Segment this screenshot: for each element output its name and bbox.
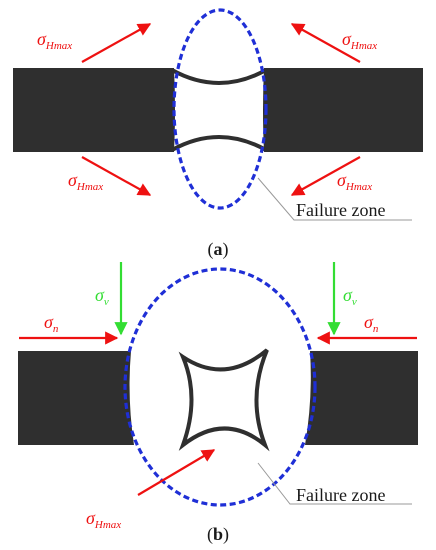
panel-a-label-bottom-right: σHmax [337,170,372,193]
panel-a: σHmax σHmax σHmax σHmax Failure zone (a) [13,8,423,260]
panel-a-arrow-top-left [81,23,152,63]
panel-b-void-shape [178,348,270,452]
panel-b-label-sigma-n-right: σn [364,312,379,335]
panel-a-label-bottom-left: σHmax [68,170,103,193]
panel-b-failure-zone-ellipse [123,267,317,507]
panel-b-label-sigma-v-left: σv [95,285,109,308]
panel-b-label-sigma-n-left: σn [44,312,59,335]
panel-b: σv σv σn σn σHmax Failure zone (b) [18,262,418,545]
panel-a-left-bar [13,68,175,152]
panel-b-label-sigma-v-right: σv [343,285,357,308]
panel-a-failure-zone-label: Failure zone [296,200,385,220]
panel-a-arrow-top-right [290,23,361,63]
panel-b-caption: (b) [207,524,229,545]
panel-a-arrow-bottom-left [81,156,152,196]
panel-a-crack-top-edge [171,68,267,85]
panel-a-arrow-bottom-right [290,156,361,196]
panel-a-caption: (a) [208,239,229,260]
panel-a-label-top-right: σHmax [342,29,377,52]
panel-a-failure-zone-leader [257,177,412,221]
panel-a-failure-zone-ellipse [172,8,268,210]
panel-a-crack-bottom-edge [171,135,267,152]
panel-a-label-top-left: σHmax [37,29,72,52]
panel-b-failure-zone-label: Failure zone [296,485,385,505]
panel-b-right-bar [305,351,418,445]
panel-a-right-bar [263,68,423,152]
panel-b-arrow-sigma-hmax [137,449,216,496]
panel-b-label-sigma-hmax: σHmax [86,508,121,531]
panel-b-left-bar [18,351,134,445]
panel-b-failure-zone-leader [257,462,412,505]
